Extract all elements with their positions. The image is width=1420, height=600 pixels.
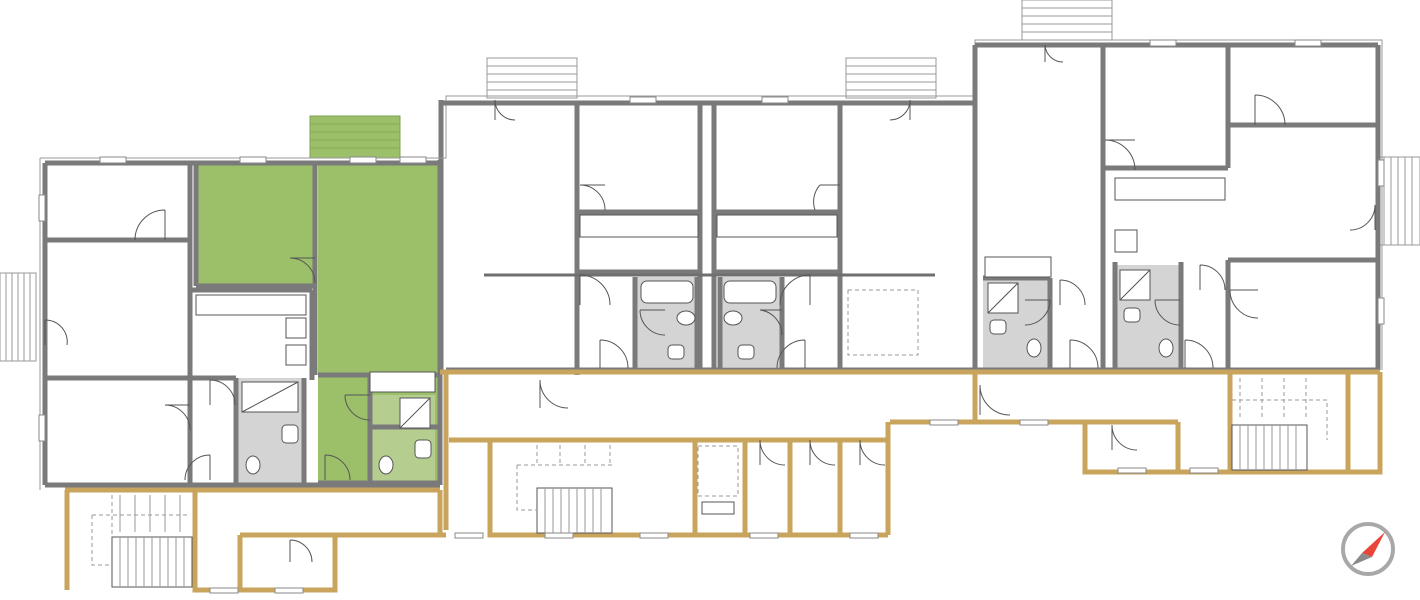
north-arrow-icon (1341, 522, 1395, 576)
kitchen-counter (1114, 177, 1226, 201)
toilet (723, 310, 743, 326)
toilet (1026, 338, 1042, 358)
balcony-top-2 (845, 57, 937, 99)
fixtures (195, 177, 1226, 475)
washbasin (281, 424, 299, 444)
toilet (1158, 338, 1174, 358)
stair-left (91, 495, 193, 588)
balcony-top-1 (486, 57, 578, 99)
windows (38, 39, 1385, 594)
doors (44, 44, 1376, 563)
washbasin (1123, 307, 1141, 323)
balcony-green (309, 115, 401, 159)
washbasin (737, 344, 755, 360)
toilet (378, 455, 394, 475)
kitchen-counter (984, 256, 1052, 278)
balconies (0, 0, 1420, 362)
lift-shaft (697, 445, 739, 515)
toilet (245, 455, 261, 475)
bathtub (640, 280, 694, 304)
bathtub (723, 280, 777, 304)
washbasin (667, 344, 685, 360)
kitchen-counter (579, 214, 699, 238)
washbasin (989, 319, 1007, 335)
balcony-right (1376, 156, 1420, 246)
balcony-top-3 (1021, 0, 1113, 41)
kitchen-counter (369, 371, 436, 393)
interior-walls (45, 45, 1378, 488)
stair-right (1231, 378, 1328, 471)
toilet (676, 310, 696, 326)
stairs (91, 289, 1328, 588)
stair-middle (516, 445, 613, 534)
storage-area (847, 289, 919, 356)
kitchen-counter (716, 214, 838, 238)
balcony-left (0, 272, 37, 362)
circulation-walls (64, 369, 1383, 593)
washbasin (414, 439, 432, 459)
kitchen-counter (195, 294, 307, 316)
green-apartment (196, 163, 438, 483)
